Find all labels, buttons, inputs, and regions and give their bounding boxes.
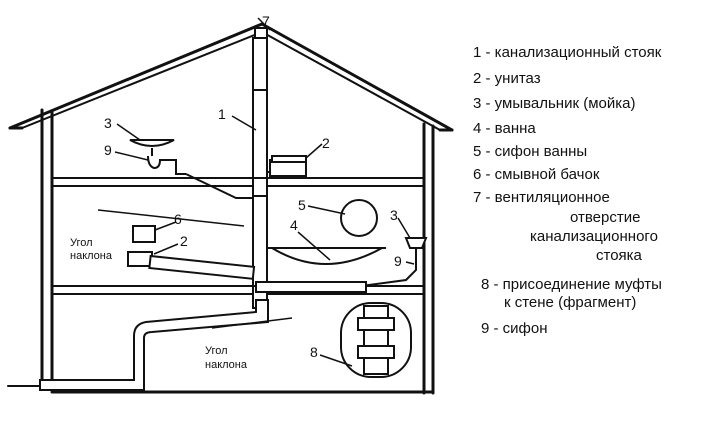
roof-inner bbox=[21, 31, 441, 131]
right-sink bbox=[404, 237, 428, 249]
middle-toilet bbox=[127, 251, 153, 267]
legend-item-2: 2 - унитаз bbox=[473, 70, 541, 87]
cistern bbox=[132, 225, 156, 243]
label-6: 6 bbox=[174, 211, 182, 227]
legend-item-7-line4: стояка bbox=[596, 247, 642, 264]
slope-label-top-line2: наклона bbox=[70, 250, 113, 262]
label-5: 5 bbox=[298, 197, 306, 213]
legend-item-4: 4 - ванна bbox=[473, 120, 536, 137]
legend-item-7-line1: 7 - вентиляционное bbox=[473, 189, 610, 206]
label-2-upper: 2 bbox=[322, 135, 330, 151]
label-4: 4 bbox=[290, 217, 298, 233]
label-9-upper: 9 bbox=[104, 142, 112, 158]
sewer-riser bbox=[252, 37, 268, 309]
bath-siphon bbox=[340, 199, 378, 237]
legend-item-8-line2: к стене (фрагмент) bbox=[504, 294, 637, 311]
legend-item-1: 1 - канализационный стояк bbox=[473, 44, 662, 61]
legend-item-9: 9 - сифон bbox=[481, 320, 548, 337]
label-7: 7 bbox=[262, 13, 270, 29]
legend-item-5: 5 - сифон ванны bbox=[473, 143, 588, 160]
legend-item-8-line1: 8 - присоединение муфты bbox=[481, 276, 662, 293]
bathtub bbox=[268, 247, 386, 265]
vent-cap bbox=[254, 27, 268, 39]
label-2-middle: 2 bbox=[180, 233, 188, 249]
upper-sink bbox=[129, 139, 175, 147]
label-1: 1 bbox=[218, 106, 226, 122]
slope-label-top-line1: Угол bbox=[70, 237, 93, 249]
label-9-right: 9 bbox=[394, 253, 402, 269]
label-3-right: 3 bbox=[390, 207, 398, 223]
upper-siphon bbox=[147, 155, 186, 175]
slope-label-bottom-line1: Угол bbox=[205, 345, 228, 357]
label-3-upper: 3 bbox=[104, 115, 112, 131]
legend-item-3: 3 - умывальник (мойка) bbox=[473, 95, 636, 112]
legend-item-6: 6 - смывной бачок bbox=[473, 166, 600, 183]
legend-item-7-line2: отверстие bbox=[570, 209, 641, 226]
label-8: 8 bbox=[310, 344, 318, 360]
legend-item-7-line3: канализационного bbox=[530, 228, 658, 245]
roof-outline bbox=[8, 22, 454, 132]
slope-label-bottom-line2: наклона bbox=[205, 359, 248, 371]
main-drain bbox=[39, 299, 269, 391]
